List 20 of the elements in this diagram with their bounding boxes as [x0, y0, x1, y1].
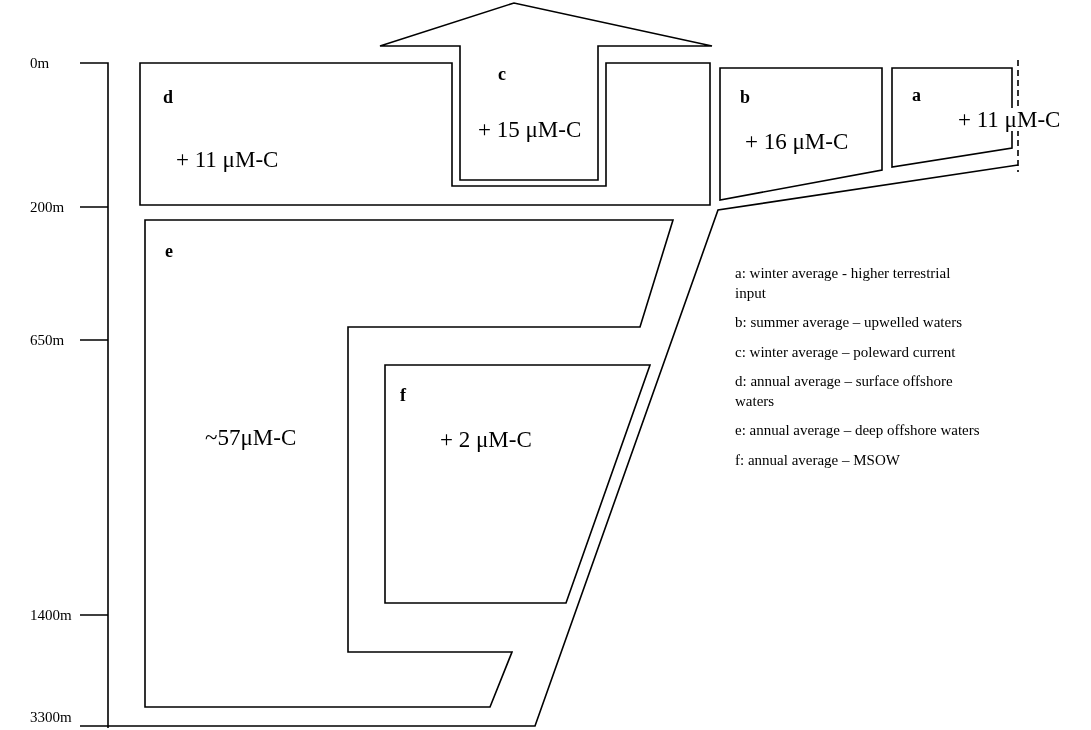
concentration-value: + 11 μM-C — [958, 108, 1061, 131]
depth-label: 3300m — [30, 710, 72, 725]
upward-arrow-region — [380, 3, 712, 180]
depth-label: 650m — [30, 333, 65, 348]
legend-note: e: annual average – deep offshore waters — [735, 421, 980, 440]
legend-note: c: winter average – poleward current — [735, 342, 956, 362]
legend-note: b: summer average – upwelled waters — [735, 313, 962, 332]
water-mass-region — [140, 63, 710, 205]
legend-note: d: annual average – surface offshore waters — [735, 372, 954, 411]
water-mass-region — [145, 220, 673, 707]
region-letter: d — [163, 88, 173, 106]
legend-note: a: winter average - higher terrestrial input — [735, 264, 952, 303]
depth-label: 0m — [30, 56, 50, 71]
region-letter: b — [740, 88, 750, 106]
depth-label: 200m — [30, 200, 65, 215]
region-letter: f — [400, 386, 406, 404]
depth-label: 1400m — [30, 608, 72, 623]
water-mass-region — [720, 68, 882, 200]
water-mass-region — [385, 365, 650, 603]
legend-note: f: annual average – MSOW — [735, 450, 900, 470]
